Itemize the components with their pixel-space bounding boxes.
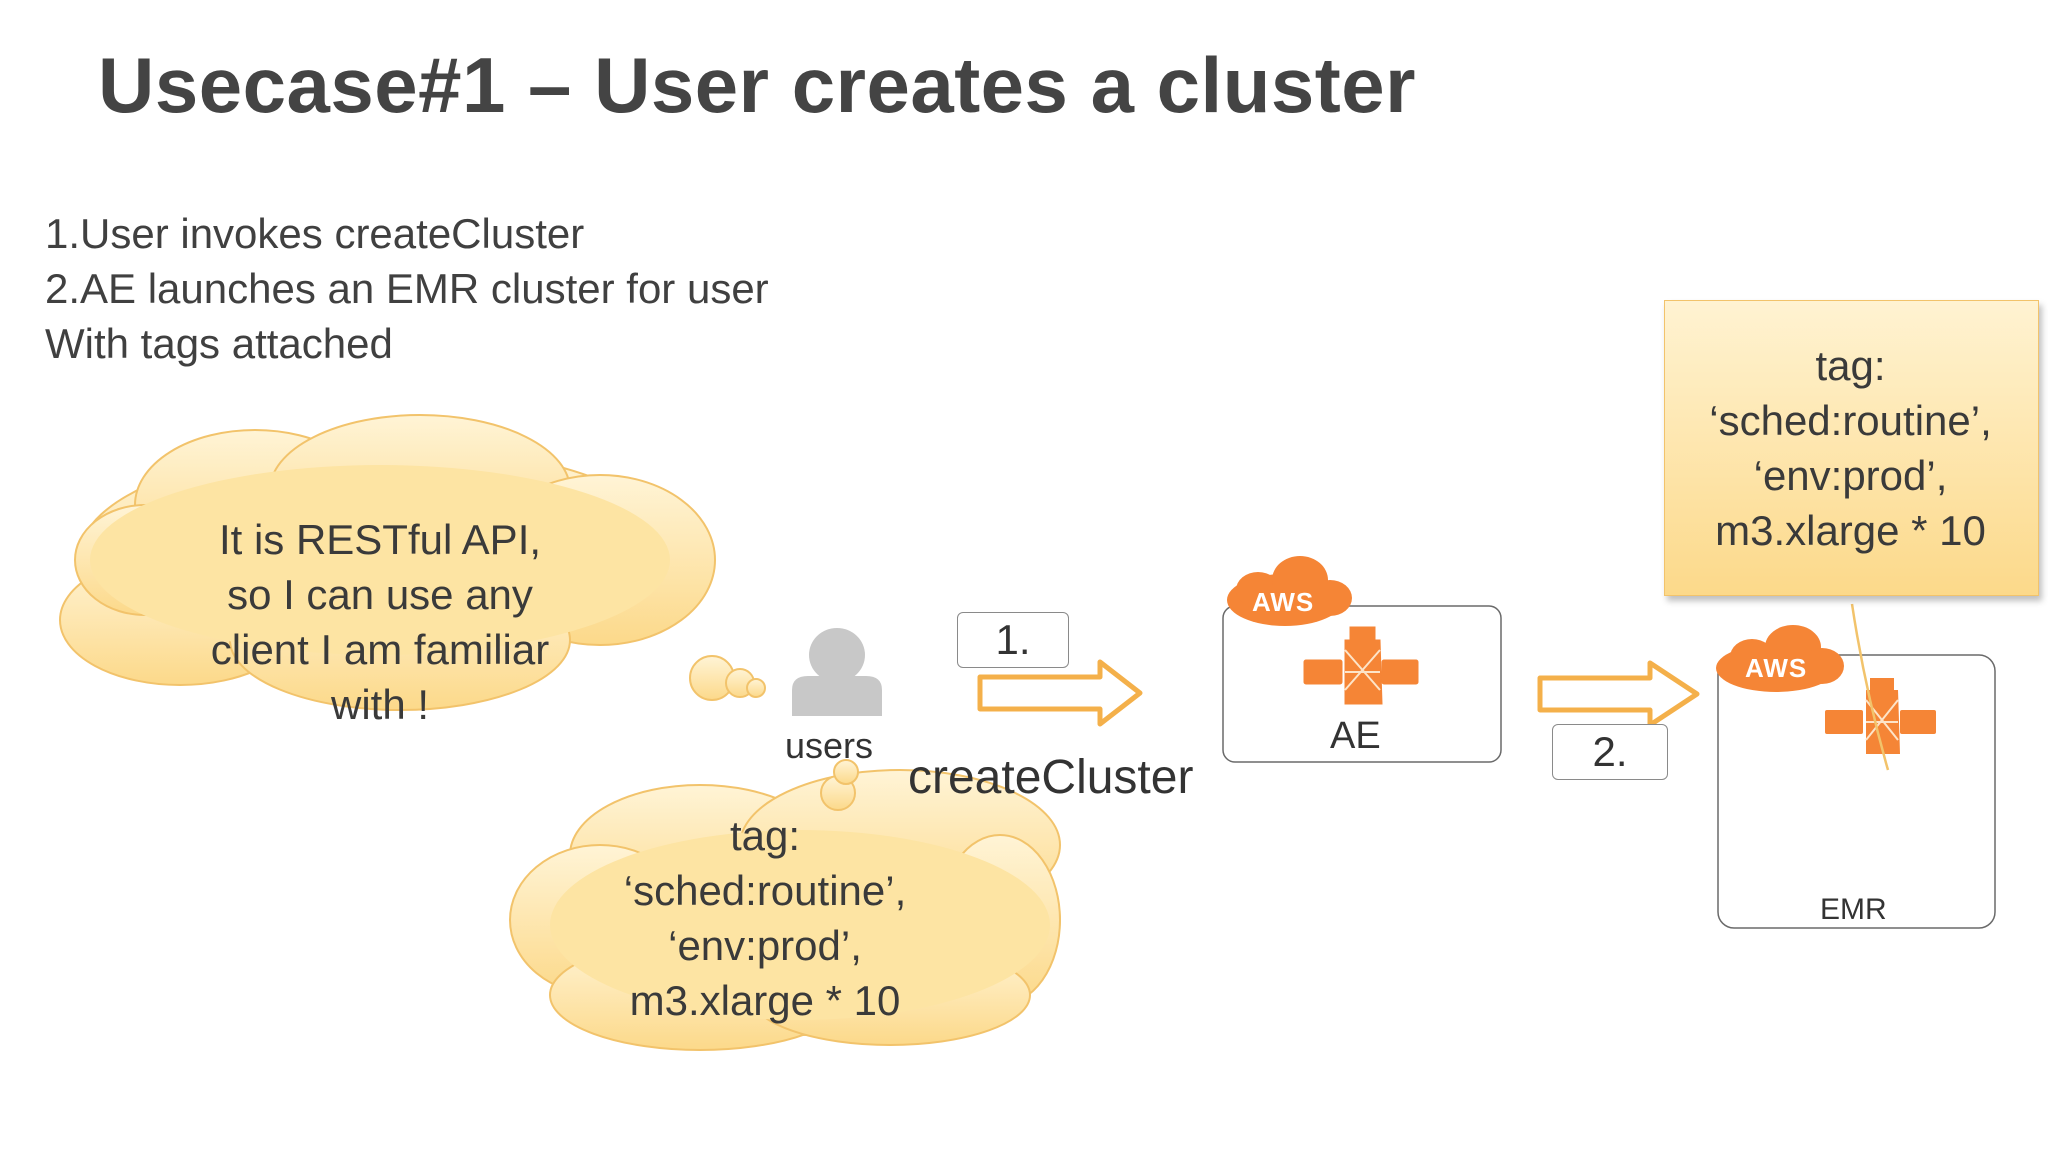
ae-service-icon	[1303, 626, 1419, 705]
bullet-3: With tags attached	[45, 320, 393, 367]
aws-badge-ae: AWS	[1252, 587, 1315, 617]
slide-title: Usecase#1 – User creates a cluster	[98, 41, 1416, 129]
step-1-label: 1.	[957, 612, 1069, 668]
users-label: users	[785, 725, 874, 766]
aws-cloud-badge-ae	[1227, 556, 1352, 626]
ae-label: AE	[1330, 715, 1381, 757]
bullet-2: 2.AE launches an EMR cluster for user	[45, 265, 769, 312]
aws-badge-emr: AWS	[1745, 653, 1808, 683]
emr-service-icon	[1825, 678, 1936, 754]
bullet-1: 1.User invokes createCluster	[45, 210, 585, 257]
thought-client-text: It is RESTful API, so I can use any clie…	[210, 516, 550, 728]
emr-label: EMR	[1820, 893, 1887, 926]
user-icon	[792, 628, 882, 716]
emr-box	[1717, 654, 1996, 929]
create-cluster-label: createCluster	[908, 751, 1194, 804]
arrow-step-2	[1537, 660, 1700, 728]
step-2-label: 2.	[1552, 724, 1668, 780]
arrow-step-1	[977, 659, 1143, 727]
tag-connector-line	[1850, 603, 1890, 771]
tag-note-text: tag: ‘sched:routine’, ‘env:prod’, m3.xla…	[1709, 342, 1992, 554]
aws-cloud-badge-emr	[1716, 625, 1844, 692]
tag-note-box	[1664, 300, 2039, 596]
thought-tags-text: tag: ‘sched:routine’, ‘env:prod’, m3.xla…	[623, 812, 907, 1024]
